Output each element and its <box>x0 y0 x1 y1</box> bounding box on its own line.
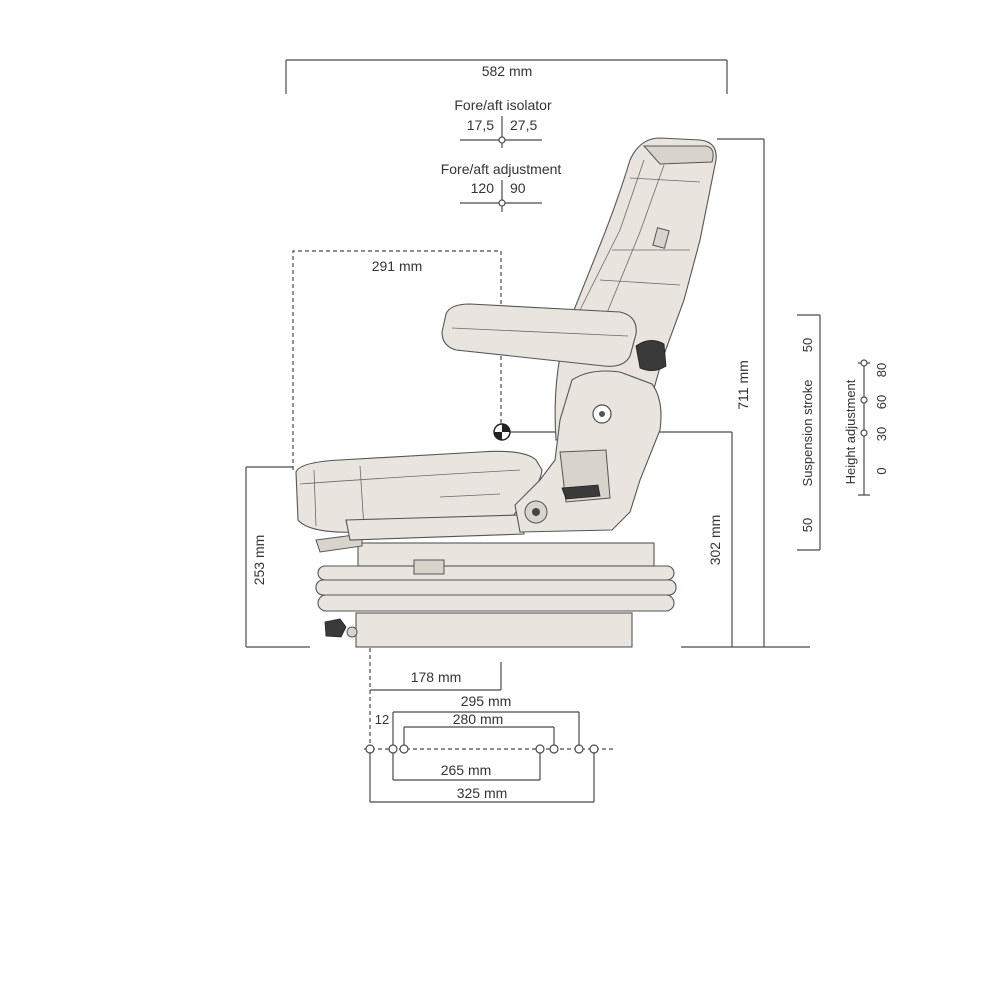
fore-aft-adjustment-right: 90 <box>510 180 526 196</box>
seat-front-height-label: 253 mm <box>251 535 267 586</box>
seat-front-height-dimension: 253 mm <box>245 466 310 648</box>
height-tick-0: 0 <box>874 467 889 474</box>
fore-aft-isolator-title: Fore/aft isolator <box>454 97 552 113</box>
overall-width-dimension: 582 mm <box>285 59 728 94</box>
total-height-dimension: 711 mm <box>681 138 810 648</box>
suspension-scale: 50 50 Suspension stroke Height adjustmen… <box>797 314 889 551</box>
overall-width-label: 582 mm <box>482 63 533 79</box>
mount-295-label: 295 mm <box>461 693 512 709</box>
sip-marker <box>493 423 511 441</box>
armrest <box>441 303 637 367</box>
recline-knob <box>635 340 667 371</box>
fore-aft-adjustment-left: 120 <box>471 180 495 196</box>
stroke-bottom-value: 50 <box>800 518 815 532</box>
mount-280-label: 280 mm <box>453 711 504 727</box>
stroke-top-value: 50 <box>800 338 815 352</box>
height-tick-30: 30 <box>874 427 889 441</box>
suspension-stroke-label: Suspension stroke <box>800 380 815 487</box>
fore-aft-isolator-indicator: Fore/aft isolator 17,5 27,5 <box>454 97 552 148</box>
seat-illustration <box>295 137 717 648</box>
fore-aft-isolator-right: 27,5 <box>510 117 537 133</box>
fore-aft-isolator-left: 17,5 <box>467 117 494 133</box>
base-offset-dimension: 178 mm <box>369 648 502 745</box>
mount-325-label: 325 mm <box>457 785 508 801</box>
fore-aft-adjustment-indicator: Fore/aft adjustment 120 90 <box>441 161 562 212</box>
height-tick-60: 60 <box>874 395 889 409</box>
mount-265-label: 265 mm <box>441 762 492 778</box>
height-tick-80: 80 <box>874 363 889 377</box>
fore-aft-adjustment-title: Fore/aft adjustment <box>441 161 562 177</box>
seat-base <box>355 612 633 648</box>
seat-reference-label: 291 mm <box>372 258 423 274</box>
sip-height-label: 302 mm <box>707 515 723 566</box>
height-adjustment-label: Height adjustment <box>843 379 858 484</box>
base-offset-label: 178 mm <box>411 669 462 685</box>
height-adjust-knob <box>324 618 358 638</box>
mount-12-label: 12 <box>375 712 389 727</box>
total-height-label: 711 mm <box>735 360 751 410</box>
mounting-hole-dimensions: 295 mm 280 mm 12 265 mm 325 mm <box>364 693 614 803</box>
headrest <box>642 145 714 165</box>
seat-reference-dimension: 291 mm <box>292 250 502 470</box>
slide-rail <box>357 542 655 567</box>
suspension-bellows <box>315 565 677 612</box>
